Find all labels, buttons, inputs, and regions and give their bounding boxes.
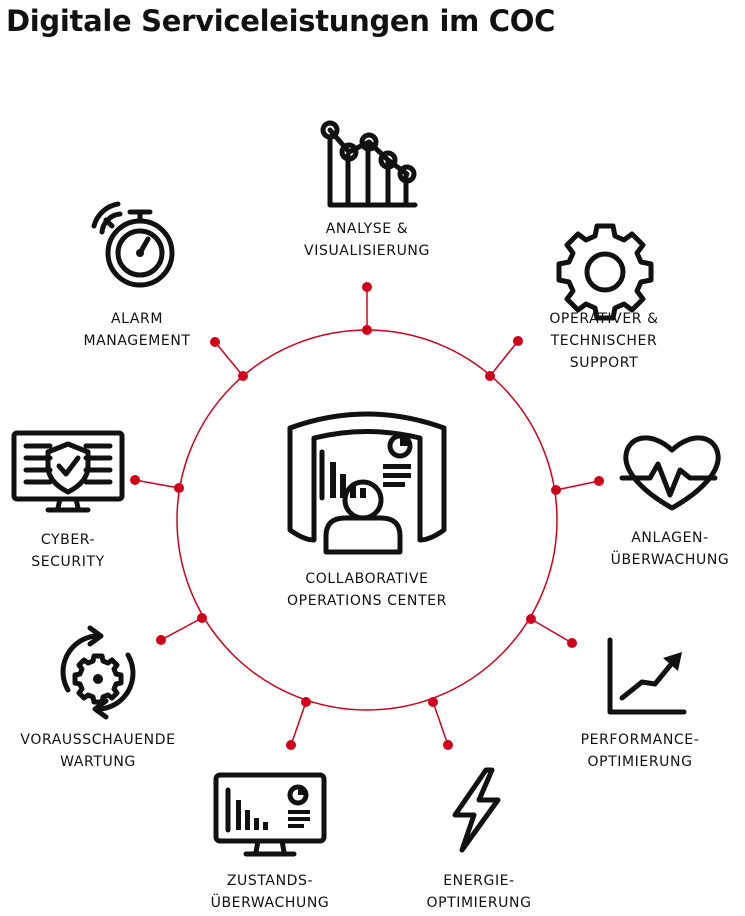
center-label-line-1: COLLABORATIVE [305,571,429,587]
node-energie-line-2: OPTIMIERUNG [426,895,532,911]
connector-dot-inner-alarm [238,371,248,381]
node-anlagen-label: ANLAGEN- ÜBERWACHUNG [600,527,740,571]
node-cyber-label: CYBER- SECURITY [8,529,128,573]
node-alarm-label: ALARM MANAGEMENT [52,308,222,352]
gear-icon [556,223,654,321]
node-analyse-line-1: ANALYSE & [325,221,409,237]
heartbeat-icon [619,435,721,511]
connector-dot-outer-energie [443,740,453,750]
connector-dot-inner-analyse [362,325,372,335]
connector-dot-outer-wartung [156,635,166,645]
shield-monitor-icon [11,430,125,513]
connector-energie [432,701,449,746]
connector-alarm [214,341,244,377]
node-alarm-line-2: MANAGEMENT [83,333,191,349]
connector-dot-outer-zustand [286,740,296,750]
connector-group [130,282,604,750]
node-analyse-label: ANALYSE & VISUALISIERUNG [267,218,467,262]
lightning-icon [452,767,501,853]
connector-dot-inner-energie [428,697,438,707]
connector-dot-inner-zustand [301,697,311,707]
node-wartung-line-2: WARTUNG [60,754,136,770]
node-cyber-line-1: CYBER- [40,532,96,548]
connector-zustand [290,701,307,746]
connector-dot-inner-wartung [197,613,207,623]
node-zustand-line-2: ÜBERWACHUNG [210,895,330,911]
node-anlagen-line-2: ÜBERWACHUNG [610,552,730,568]
connector-dot-outer-anlagen [594,476,604,486]
cycle-gear-icon [60,625,136,720]
node-support-line-1: OPERATIVER & [549,311,659,327]
line-chart-icon [320,120,418,208]
node-wartung-line-1: VORAUSSCHAUENDE [20,732,176,748]
node-support-line-2: TECHNISCHER [550,333,658,349]
connector-performance [530,618,573,644]
node-support-label: OPERATIVER & TECHNISCHER SUPPORT [514,308,694,374]
connector-dot-outer-performance [567,638,577,648]
connector-wartung [160,617,203,641]
connector-support [489,340,519,377]
connector-dot-outer-analyse [362,282,372,292]
connector-dot-inner-anlagen [551,485,561,495]
stopwatch-icon [91,201,175,288]
node-support-line-3: SUPPORT [569,355,639,371]
node-zustand-label: ZUSTANDS- ÜBERWACHUNG [190,870,350,914]
connector-anlagen [555,480,600,491]
node-performance-line-2: OPTIMIERUNG [587,754,693,770]
connector-dot-inner-cyber [174,483,184,493]
node-analyse-line-2: VISUALISIERUNG [304,243,430,259]
node-cyber-line-2: SECURITY [31,554,105,570]
center-label: COLLABORATIVE OPERATIONS CENTER [267,568,467,612]
node-zustand-line-1: ZUSTANDS- [226,873,314,889]
connector-dot-outer-support [513,336,523,346]
trend-chart-icon [607,637,687,715]
connector-dot-outer-alarm [210,337,220,347]
node-energie-line-1: ENERGIE- [443,873,515,889]
node-energie-label: ENERGIE- OPTIMIERUNG [399,870,559,914]
node-alarm-line-1: ALARM [110,311,164,327]
page-title: Digitale Serviceleistungen im COC [6,4,556,38]
connector-dot-outer-cyber [130,475,140,485]
monitor-dashboard-icon [213,772,327,857]
operations-center-icon [287,411,447,555]
node-performance-line-1: PERFORMANCE- [580,732,700,748]
center-label-line-2: OPERATIONS CENTER [287,593,447,609]
connector-dot-inner-support [485,371,495,381]
node-anlagen-line-1: ANLAGEN- [631,530,709,546]
connector-dot-inner-performance [526,614,536,624]
connector-cyber [134,479,180,489]
node-wartung-label: VORAUSSCHAUENDE WARTUNG [4,729,192,773]
node-performance-label: PERFORMANCE- OPTIMIERUNG [560,729,720,773]
